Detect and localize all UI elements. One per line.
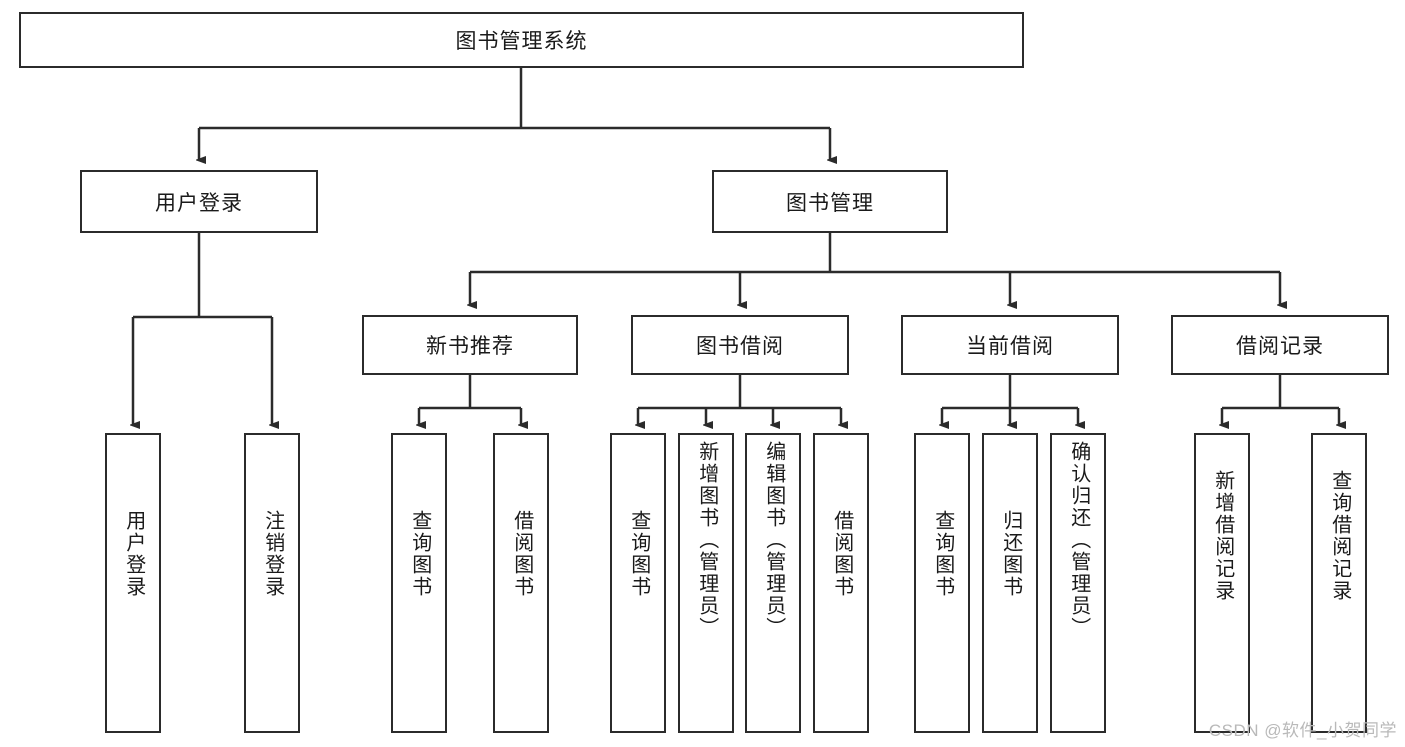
node-label: 新书推荐 (426, 335, 514, 358)
leaf-label: 借阅图书 (510, 510, 533, 598)
leaf-label: 编辑图书（管理员） (762, 441, 785, 639)
leaf-edit-book-admin[interactable]: 编辑图书（管理员） (745, 433, 801, 733)
csdn-watermark: CSDN @软件_小贺同学 (1208, 721, 1397, 740)
leaf-borrow-book[interactable]: 借阅图书 (813, 433, 869, 733)
leaf-borrow-book-recommend[interactable]: 借阅图书 (493, 433, 549, 733)
node-label: 借阅记录 (1236, 335, 1324, 358)
node-label: 图书借阅 (696, 335, 784, 358)
leaf-label: 查询借阅记录 (1328, 470, 1351, 602)
node-label: 图书管理系统 (455, 30, 588, 53)
leaf-label: 查询图书 (627, 510, 650, 598)
node-borrow-record[interactable]: 借阅记录 (1171, 315, 1389, 375)
leaf-label: 用户登录 (122, 510, 145, 598)
leaf-label: 归还图书 (999, 510, 1022, 598)
leaf-query-borrow-record[interactable]: 查询借阅记录 (1311, 433, 1367, 733)
leaf-label: 查询图书 (408, 510, 431, 598)
node-user-login[interactable]: 用户登录 (80, 170, 318, 233)
leaf-label: 借阅图书 (830, 510, 853, 598)
leaf-logout-login[interactable]: 注销登录 (244, 433, 300, 733)
leaf-return-book[interactable]: 归还图书 (982, 433, 1038, 733)
leaf-query-book-current[interactable]: 查询图书 (914, 433, 970, 733)
node-label: 图书管理 (786, 191, 874, 215)
node-book-borrow[interactable]: 图书借阅 (631, 315, 849, 375)
leaf-label: 新增借阅记录 (1211, 470, 1234, 602)
node-label: 当前借阅 (966, 335, 1054, 358)
leaf-label: 注销登录 (261, 510, 284, 598)
leaf-label: 查询图书 (931, 510, 954, 598)
leaf-confirm-return-admin[interactable]: 确认归还（管理员） (1050, 433, 1106, 733)
leaf-label: 确认归还（管理员） (1067, 441, 1090, 639)
leaf-query-book-borrow[interactable]: 查询图书 (610, 433, 666, 733)
leaf-query-book-recommend[interactable]: 查询图书 (391, 433, 447, 733)
node-new-book-recommend[interactable]: 新书推荐 (362, 315, 578, 375)
leaf-label: 新增图书（管理员） (695, 441, 718, 639)
leaf-add-book-admin[interactable]: 新增图书（管理员） (678, 433, 734, 733)
leaf-user-login[interactable]: 用户登录 (105, 433, 161, 733)
node-current-borrow[interactable]: 当前借阅 (901, 315, 1119, 375)
leaf-add-borrow-record[interactable]: 新增借阅记录 (1194, 433, 1250, 733)
node-root-book-management-system[interactable]: 图书管理系统 (19, 12, 1024, 68)
node-label: 用户登录 (155, 191, 243, 215)
node-book-management[interactable]: 图书管理 (712, 170, 948, 233)
